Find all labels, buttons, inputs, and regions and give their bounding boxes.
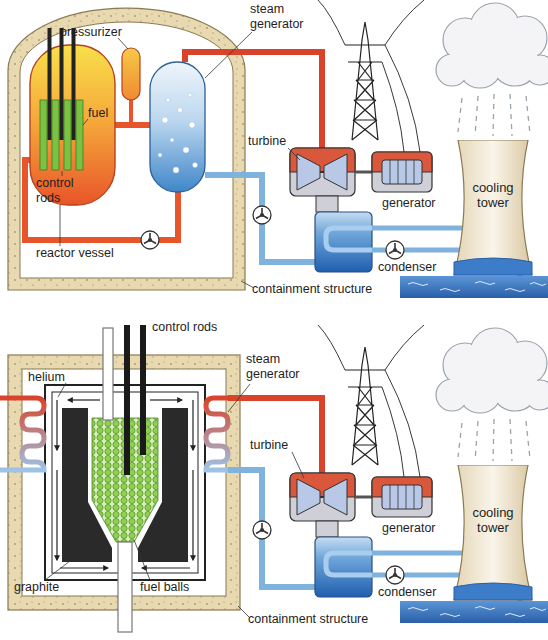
part-label: fuel [88,106,108,121]
loading-tube [103,328,113,420]
part-label: control rods [152,320,217,335]
steam-generator-coil [206,398,230,470]
pebble-bed-plant [0,325,548,632]
tower-basin [454,258,532,275]
part-label: pressurizer [60,25,122,40]
steam-generator-shape [150,62,205,192]
steam-pipe [185,52,322,148]
part-label: helium [28,370,65,385]
discharge-tube [118,542,132,632]
part-label: turbine [248,134,286,149]
feedwater-pump [253,521,271,539]
pwr-plant [8,0,548,298]
leader-lines [45,383,304,618]
coolant-pump [141,231,159,249]
cooling-tower: cooling tower [448,140,538,278]
control-rod-symbols [48,28,76,140]
cooling-tower: cooling tower [448,465,538,603]
pressurizer-shape [122,48,140,100]
tower-shell [454,140,532,275]
power-block [290,0,548,298]
feedwater-pump [253,206,271,224]
part-label: control rods [36,176,86,206]
tower-shell [454,465,532,600]
steam-bubbles [158,93,198,173]
control-rod-symbol [124,325,130,475]
part-label: containment structure [248,612,368,627]
pressurizer-line [129,100,133,125]
part-label: condenser [378,585,436,600]
part-label: fuel balls [140,580,189,595]
part-label: graphite [14,580,59,595]
part-label: steam generator [250,2,312,32]
part-label: steam generator [246,352,308,382]
control-rod-symbol [140,325,146,455]
heat-exchanger-coil [0,398,44,470]
part-label: containment structure [252,282,372,297]
containment-interior [20,22,233,278]
part-label: condenser [378,260,436,275]
part-label: reactor vessel [36,246,114,261]
part-label: generator [382,521,436,536]
tower-basin [454,583,532,600]
steam-pipe [228,398,322,473]
node-label: cooling tower [458,505,528,535]
node-label: cooling tower [458,180,528,210]
part-label: generator [382,196,436,211]
power-block [290,325,548,623]
part-label: turbine [250,438,288,453]
helium-flow-arrows [57,400,193,568]
